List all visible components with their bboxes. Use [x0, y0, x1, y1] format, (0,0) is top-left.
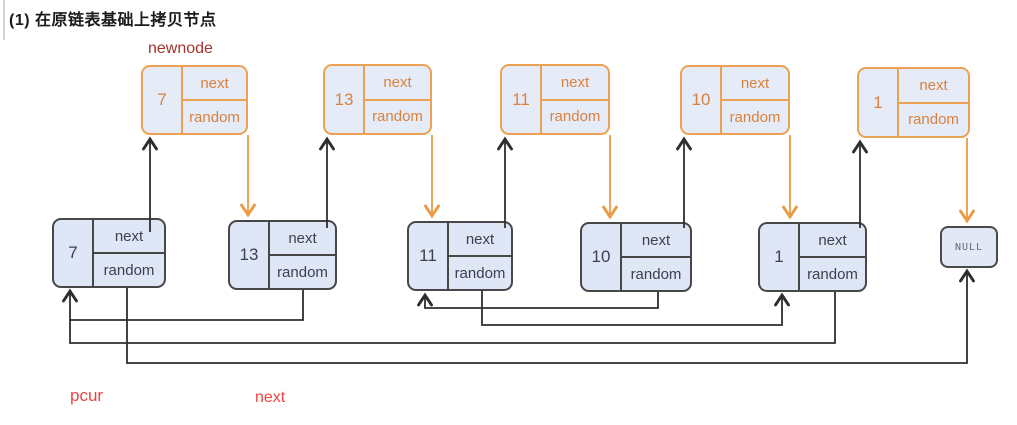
copy-node-13: 13 next random — [323, 64, 432, 135]
node-value: 10 — [682, 67, 722, 133]
next-field: next — [542, 66, 608, 101]
next-field: next — [270, 222, 335, 256]
next-field: next — [899, 69, 968, 104]
next-pointer-label: next — [255, 389, 286, 406]
random-field: random — [277, 263, 328, 281]
random-field: random — [549, 108, 601, 126]
next-field: next — [449, 223, 511, 257]
random-arrow-11-to-1 — [481, 291, 790, 326]
node-value: 11 — [502, 66, 542, 133]
original-node-13: 13 next random — [228, 220, 337, 290]
node-value: 7 — [143, 67, 183, 133]
node-value: 13 — [230, 222, 270, 288]
copy-node-10: 10 next random — [680, 65, 790, 135]
random-field: random — [729, 108, 781, 126]
node-value: 1 — [859, 69, 899, 136]
random-arrow-10-to-11 — [417, 292, 659, 309]
original-node-11: 11 next random — [407, 221, 513, 291]
random-field: random — [372, 108, 423, 126]
node-value: 10 — [582, 224, 622, 290]
copy-node-11: 11 next random — [500, 64, 610, 135]
random-arrow-13-to-7 — [62, 288, 304, 321]
node-value: 11 — [409, 223, 449, 289]
random-field: random — [103, 261, 155, 279]
random-field: random — [630, 265, 682, 283]
random-field: random — [189, 108, 240, 126]
page-title: (1) 在原链表基础上拷贝节点 — [9, 12, 217, 29]
node-value: 1 — [760, 224, 800, 290]
random-field: random — [908, 111, 959, 129]
random-field: random — [807, 265, 858, 283]
next-field: next — [722, 67, 788, 101]
next-field: next — [622, 224, 690, 258]
newnode-label: newnode — [148, 40, 213, 57]
next-field: next — [183, 67, 246, 101]
page-edge-line — [3, 0, 5, 40]
original-node-10: 10 next random — [580, 222, 692, 292]
next-field: next — [800, 224, 865, 258]
node-value: 13 — [325, 66, 365, 133]
original-node-1: 1 next random — [758, 222, 867, 292]
next-field: next — [94, 220, 164, 254]
pcur-label: pcur — [70, 386, 104, 405]
random-arrow-1-to-7 — [69, 292, 836, 344]
copy-node-7: 7 next random — [141, 65, 248, 135]
original-node-7: 7 next random — [52, 218, 166, 288]
copy-node-1: 1 next random — [857, 67, 970, 138]
node-value: 7 — [54, 220, 94, 286]
next-field: next — [365, 66, 430, 101]
null-node: NULL — [940, 226, 998, 268]
random-field: random — [454, 264, 506, 282]
